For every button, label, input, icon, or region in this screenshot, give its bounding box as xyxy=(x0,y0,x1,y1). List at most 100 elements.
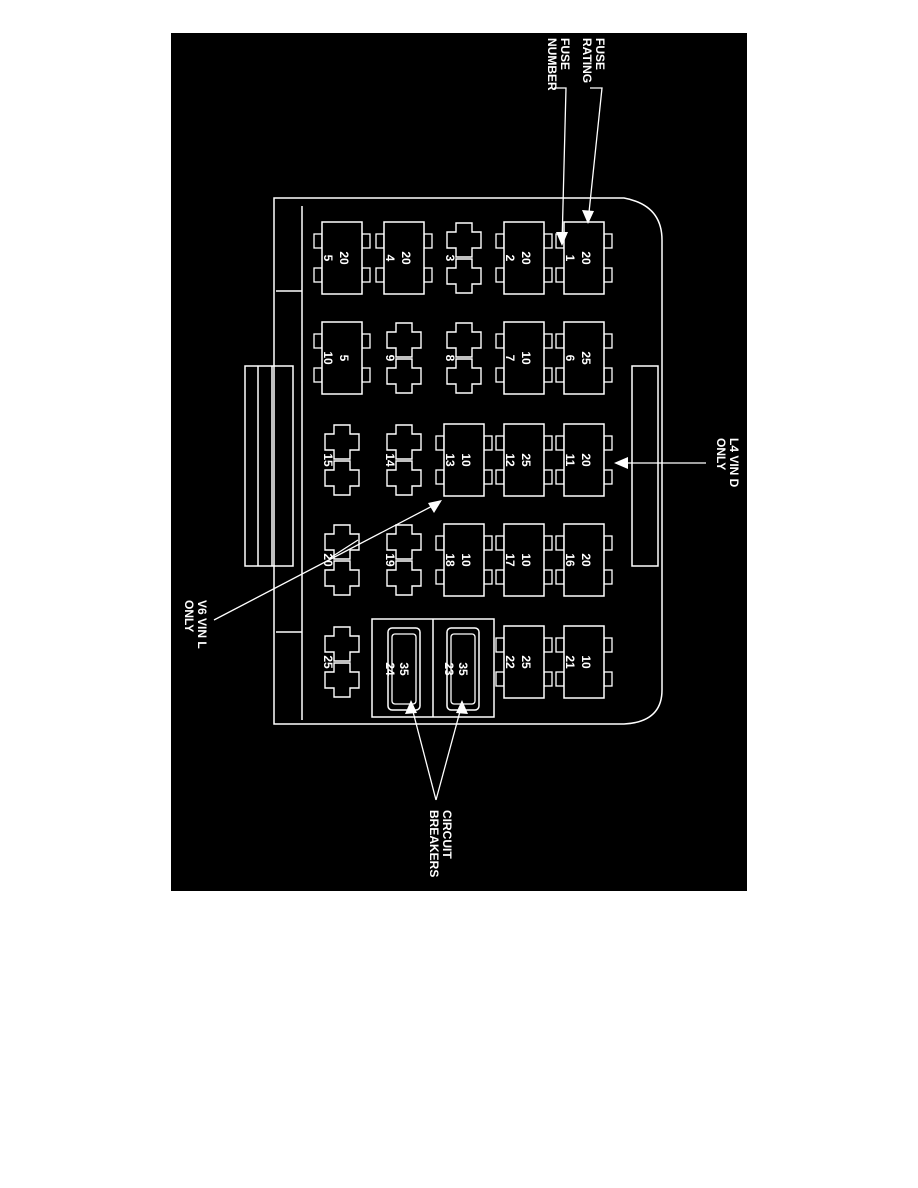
empty-fuse-socket xyxy=(324,424,360,460)
fuse-4: 204 xyxy=(375,221,433,295)
fuse-number: 21 xyxy=(563,655,577,669)
fuse-rating: 5 xyxy=(337,355,351,362)
empty-fuse-socket xyxy=(386,460,422,496)
fuse-block-outline xyxy=(244,197,663,725)
fuse-15: 15 xyxy=(321,424,360,496)
fuse-5: 205 xyxy=(313,221,371,295)
fuse-body xyxy=(321,221,363,295)
v6-vin-l-leader xyxy=(213,501,441,621)
fuse-rating-callout-line1: FUSE xyxy=(593,38,607,70)
v6-vin-l-callout: V6 VIN L ONLY xyxy=(182,600,209,652)
connector-tab-left xyxy=(244,365,294,567)
circuit-breaker-inner xyxy=(391,633,417,705)
empty-fuse-socket xyxy=(324,560,360,596)
fuse-rating-callout: FUSE RATING xyxy=(580,38,607,83)
empty-fuse-socket xyxy=(324,524,360,560)
fuse-number: 4 xyxy=(383,255,397,262)
empty-fuse-socket xyxy=(446,358,482,394)
empty-fuse-socket xyxy=(324,626,360,662)
fuse-rating: 20 xyxy=(399,251,413,265)
fuse-number: 5 xyxy=(321,255,335,262)
v6-vin-l-callout-line2: ONLY xyxy=(182,600,196,632)
circuit-breakers-callout: CIRCUIT BREAKERS xyxy=(427,810,454,877)
fuse-10: 510 xyxy=(313,321,371,395)
fuse-body xyxy=(503,221,545,295)
empty-fuse-socket xyxy=(324,662,360,698)
fuse-body xyxy=(443,523,485,597)
fuse-body xyxy=(321,321,363,395)
fuse-number-callout-line2: NUMBER xyxy=(545,38,559,91)
fuse-body xyxy=(563,625,605,699)
fuse-rating-leader xyxy=(587,87,603,223)
fuse-body xyxy=(383,221,425,295)
fuse-number: 3 xyxy=(443,255,457,262)
fuse-block-housing xyxy=(273,197,663,725)
fuse-body xyxy=(563,321,605,395)
fuse-number: 16 xyxy=(563,553,577,567)
fuse-body xyxy=(443,423,485,497)
fuse-rating: 10 xyxy=(459,453,473,467)
l4-vin-d-callout: L4 VIN D ONLY xyxy=(714,438,741,491)
circuit-breakers-leader xyxy=(435,703,463,801)
leader-arrowheads xyxy=(405,210,628,714)
fuse-rating: 25 xyxy=(519,453,533,467)
arrowhead xyxy=(428,500,442,513)
fuse-1: 201 xyxy=(555,221,613,295)
fuse-number-callout: FUSE NUMBER xyxy=(545,38,572,91)
fuse-number: 1 xyxy=(563,255,577,262)
empty-fuse-socket xyxy=(446,322,482,358)
arrowhead xyxy=(582,210,594,224)
fuse-body xyxy=(563,221,605,295)
fuse-number: 11 xyxy=(563,454,577,467)
l4-vin-d-callout-line2: ONLY xyxy=(714,438,728,470)
fuse-rating: 10 xyxy=(519,553,533,567)
fuse-7: 107 xyxy=(495,321,553,395)
fuse-number-leader xyxy=(554,87,567,245)
fuse-number: 8 xyxy=(443,355,457,362)
fuse-number: 15 xyxy=(321,453,335,467)
fuse-rating: 20 xyxy=(519,251,533,265)
fuse-25: 25 xyxy=(321,626,360,698)
fuse-number: 14 xyxy=(383,453,397,467)
fuse-number: 10 xyxy=(321,351,335,365)
fuse-slots: 2012023204205256107895102011251210131415… xyxy=(313,221,613,699)
circuit-breakers-callout-line1: CIRCUIT xyxy=(440,810,454,859)
circuit-breaker-rating: 35 xyxy=(397,662,411,676)
connector-tab-right xyxy=(631,365,659,567)
empty-fuse-socket xyxy=(386,560,422,596)
fuse-rating: 20 xyxy=(579,251,593,265)
fuse-number-callout-line1: FUSE xyxy=(558,38,572,70)
arrowhead xyxy=(556,232,568,246)
fuse-body xyxy=(503,423,545,497)
v6-vin-l-callout-line1: V6 VIN L xyxy=(195,600,209,648)
empty-fuse-socket xyxy=(324,460,360,496)
empty-fuse-socket xyxy=(386,322,422,358)
fuse-6: 256 xyxy=(555,321,613,395)
fuse-body xyxy=(563,423,605,497)
arrowhead xyxy=(405,700,417,714)
fuse-number: 18 xyxy=(443,553,457,567)
empty-fuse-socket xyxy=(386,424,422,460)
fuse-rating: 25 xyxy=(579,351,593,365)
empty-fuse-socket xyxy=(446,222,482,258)
fuse-rating: 10 xyxy=(519,351,533,365)
fuse-rating: 20 xyxy=(579,553,593,567)
fuse-rating: 10 xyxy=(579,655,593,669)
fuse-body xyxy=(503,625,545,699)
fuse-rating: 10 xyxy=(459,553,473,567)
fuse-3: 3 xyxy=(443,222,482,294)
circuit-breaker-rating: 35 xyxy=(456,662,470,676)
circuit-breakers-leader xyxy=(410,703,437,801)
empty-fuse-socket xyxy=(386,524,422,560)
fuse-body xyxy=(503,523,545,597)
fuse-rating: 25 xyxy=(519,655,533,669)
fuse-number: 6 xyxy=(563,355,577,362)
